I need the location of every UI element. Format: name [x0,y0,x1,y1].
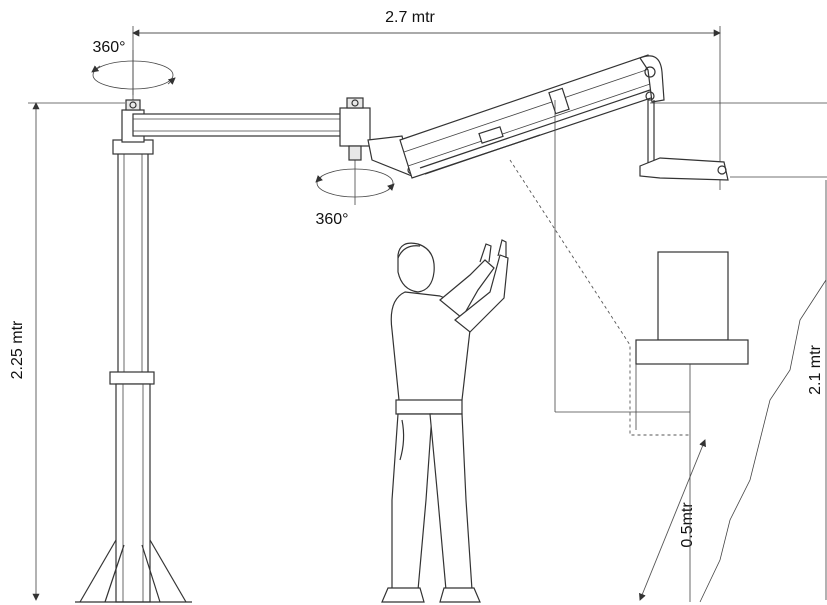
operator-figure [381,239,509,603]
rotation-arrow-lower: 360° [315,160,395,228]
hook-height-label: 2.1 mtr [807,344,824,394]
rotation-label-lower: 360° [315,211,348,228]
rotation-label-upper: 360° [92,39,125,56]
support-column [75,139,192,603]
column-height-dimension: 2.25 mtr [9,102,125,601]
workpiece-machine [509,100,827,603]
clearance-label: 0.5mtr [679,502,696,548]
reach-dimension: 2.7 mtr [132,9,721,190]
reach-label: 2.7 mtr [385,9,435,26]
hook-height-dimension: 2.1 mtr [650,102,827,600]
rotation-arrow-upper: 360° [91,39,176,100]
clearance-dimension: 0.5mtr [639,439,706,601]
column-height-label: 2.25 mtr [9,320,26,379]
hanging-tool [639,100,729,181]
inclined-arm [399,54,665,179]
horizontal-boom [132,97,371,161]
